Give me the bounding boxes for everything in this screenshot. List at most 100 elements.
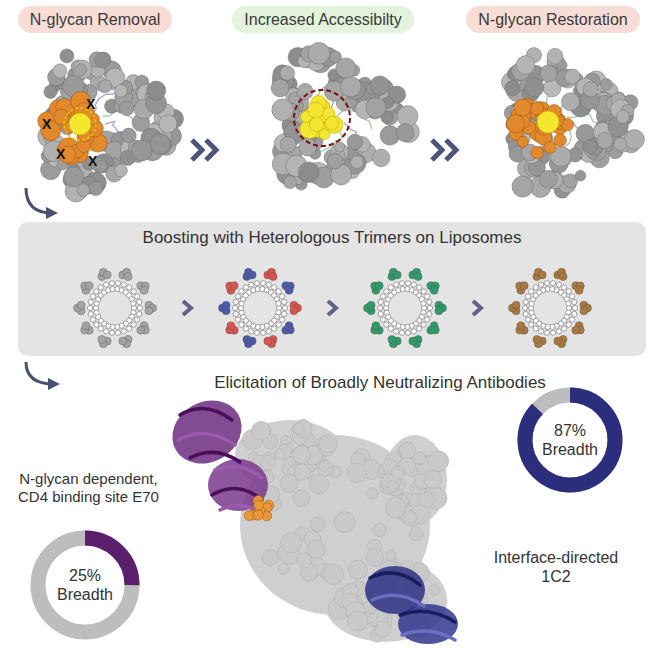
chevrons [192,140,456,160]
lipid [388,285,393,290]
lipid [235,317,240,322]
glycan-sphere [89,181,103,195]
surface-texture [319,461,329,471]
lipid [421,322,426,327]
lipid [405,281,410,286]
donut-track [38,538,132,632]
lipid [417,285,422,290]
lipid [121,329,126,334]
trimer-mark [520,282,528,290]
lipid [427,299,432,304]
donut-arc [525,395,615,485]
lipid [529,289,534,294]
surface-texture [334,512,355,533]
glycan-sphere [131,140,152,161]
glycan-sphere [328,153,343,168]
surface-texture [348,560,367,579]
surface-texture [404,510,417,523]
glycan-sphere [272,99,294,121]
trimer-mark [98,335,106,343]
lipid [411,282,416,287]
lipid [88,311,93,316]
lipid [399,281,404,286]
lipid [266,282,271,287]
glycan-sphere [119,101,134,116]
surface-texture [297,553,312,568]
surface-texture [399,442,416,459]
glycan-sphere [280,66,295,81]
lipid [232,305,237,310]
surface-texture [367,488,378,499]
lipid [282,311,287,316]
surface-texture [375,621,391,637]
lipid [384,322,389,327]
lipid [104,329,109,334]
glycan-sphere [254,500,264,510]
text-label: Boosting with Heterologous Trimers on Li… [18,222,646,248]
lipid [137,299,142,304]
chevron [446,140,456,160]
antibody-domain [208,459,268,511]
text-label: 87% Breadth [535,421,605,459]
trimer-mark [137,326,145,334]
surface-texture [428,451,449,472]
lipid [539,329,544,334]
glycan-sphere [99,80,112,93]
lipid [522,305,527,310]
chevron [183,301,191,315]
mark-label: X [86,96,95,113]
surface-texture [310,475,329,494]
accessibility-ring [294,90,350,146]
glycan-sphere [614,138,627,151]
lipid [544,330,549,335]
text-label: N-glycan Removal [30,10,161,29]
lipid [235,294,240,299]
lipid [88,299,93,304]
glycan-sphere [115,84,128,97]
trimer-mark [269,273,277,281]
lipid [523,299,528,304]
surface-texture [366,549,384,567]
lipid [380,317,385,322]
lipid [282,305,287,310]
lipid [131,289,136,294]
lipid [276,322,281,327]
lipid [421,289,426,294]
lipid [394,282,399,287]
surface-texture [252,421,271,440]
curved-arrow [26,188,52,213]
glycan-sphere [299,162,320,183]
surface-texture [385,497,406,518]
lipid [388,326,393,331]
trimer-mark [538,271,546,279]
lipid [562,285,567,290]
lipid [411,329,416,334]
trimer-mark [282,326,290,334]
text-label: Elicitation of Broadly Neutralizing Anti… [214,373,546,393]
lipid [394,329,399,334]
lipid [427,311,432,316]
trimer-mark [285,286,293,294]
glycan-sphere [284,176,297,189]
lipid [243,285,248,290]
lipid [233,311,238,316]
trimer-mark [227,322,235,330]
lipid [417,326,422,331]
trimer-mark [372,322,380,330]
trimer-illustrations [38,42,645,202]
lipid [533,285,538,290]
highlight-sphere [310,117,324,131]
lipid [109,281,114,286]
chevron [432,140,442,160]
glycan-sphere [505,81,520,96]
lipid [131,322,136,327]
glycan-sphere [53,64,67,78]
lipid [566,289,571,294]
lipid [94,289,99,294]
glycan-sphere [115,164,128,177]
trimer-mark [427,326,435,334]
lipid [276,289,281,294]
glycan-sphere [60,49,74,63]
stage-pill: N-glycan Restoration [466,6,639,33]
trimer-mark [393,271,401,279]
